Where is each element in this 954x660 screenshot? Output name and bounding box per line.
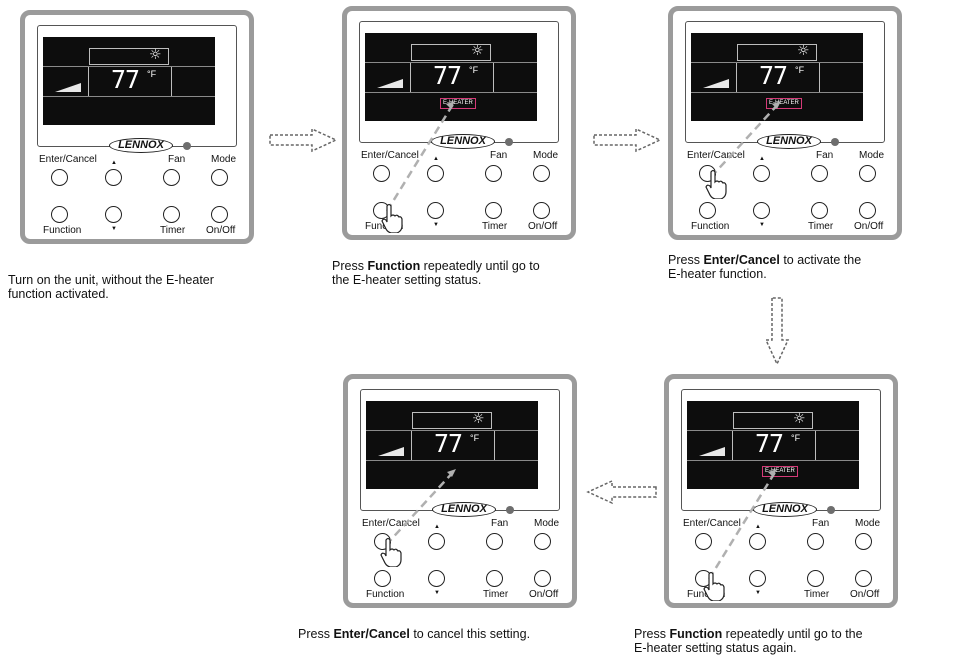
pointer-line bbox=[347, 11, 571, 235]
pressing-hand-icon bbox=[380, 537, 402, 567]
flow-arrow-down-icon bbox=[764, 296, 790, 366]
fan-label: Fan bbox=[168, 154, 185, 165]
step-1-caption: Turn on the unit, without the E-heater f… bbox=[8, 259, 214, 301]
step-3-caption: Press Enter/Cancel to activate the E-hea… bbox=[668, 253, 861, 281]
enter-cancel-button[interactable] bbox=[51, 169, 68, 186]
fan-speed-icon bbox=[55, 83, 81, 92]
remote-panel-step-3: ☼ 77 °F E-HEATER LENNOX Enter/Cancel ▲ F… bbox=[668, 6, 902, 240]
temperature-readout: 77 bbox=[111, 65, 139, 95]
mode-button[interactable] bbox=[211, 169, 228, 186]
step-5-caption: Press Enter/Cancel to cancel this settin… bbox=[298, 627, 530, 641]
temperature-unit: °F bbox=[147, 69, 156, 79]
down-button[interactable] bbox=[105, 206, 122, 223]
function-label: Function bbox=[43, 225, 81, 236]
function-button[interactable] bbox=[51, 206, 68, 223]
remote-panel-step-4: ☼ 77 °F E-HEATER LENNOX Enter/Cancel ▲ F… bbox=[664, 374, 898, 608]
on-off-button[interactable] bbox=[211, 206, 228, 223]
pressing-hand-icon bbox=[703, 571, 725, 601]
flow-arrow-left-icon bbox=[586, 479, 658, 505]
remote-panel-step-2: ☼ 77 °F E-HEATER LENNOX Enter/Cancel ▲ F… bbox=[342, 6, 576, 240]
enter-cancel-label: Enter/Cancel bbox=[39, 154, 97, 165]
down-arrow-icon: ▼ bbox=[111, 226, 117, 232]
power-led bbox=[183, 142, 191, 150]
flow-arrow-right-icon bbox=[592, 127, 662, 153]
lennox-logo: LENNOX bbox=[109, 138, 173, 153]
lcd-display: ☼ 77 °F E-HEATER bbox=[43, 37, 215, 125]
step-4-caption: Press Function repeatedly until go to th… bbox=[634, 627, 863, 655]
pressing-hand-icon bbox=[705, 169, 727, 199]
up-button[interactable] bbox=[105, 169, 122, 186]
timer-label: Timer bbox=[160, 225, 185, 236]
on-off-label: On/Off bbox=[206, 225, 235, 236]
pointer-line bbox=[669, 379, 893, 603]
remote-panel-step-5: ☼ 77 °F E-HEATER LENNOX Enter/Cancel ▲ F… bbox=[343, 374, 577, 608]
mode-label: Mode bbox=[211, 154, 236, 165]
pointer-line bbox=[348, 379, 572, 603]
flow-arrow-right-icon bbox=[268, 127, 338, 153]
timer-button[interactable] bbox=[163, 206, 180, 223]
pointer-line bbox=[673, 11, 897, 235]
fan-button[interactable] bbox=[163, 169, 180, 186]
pressing-hand-icon bbox=[381, 203, 403, 233]
sun-icon: ☼ bbox=[149, 47, 162, 64]
up-arrow-icon: ▲ bbox=[111, 160, 117, 166]
remote-panel-step-1: ☼ 77 °F E-HEATER LENNOX Enter/Cancel ▲ F… bbox=[20, 10, 254, 244]
step-2-caption: Press Function repeatedly until go to th… bbox=[332, 259, 540, 287]
